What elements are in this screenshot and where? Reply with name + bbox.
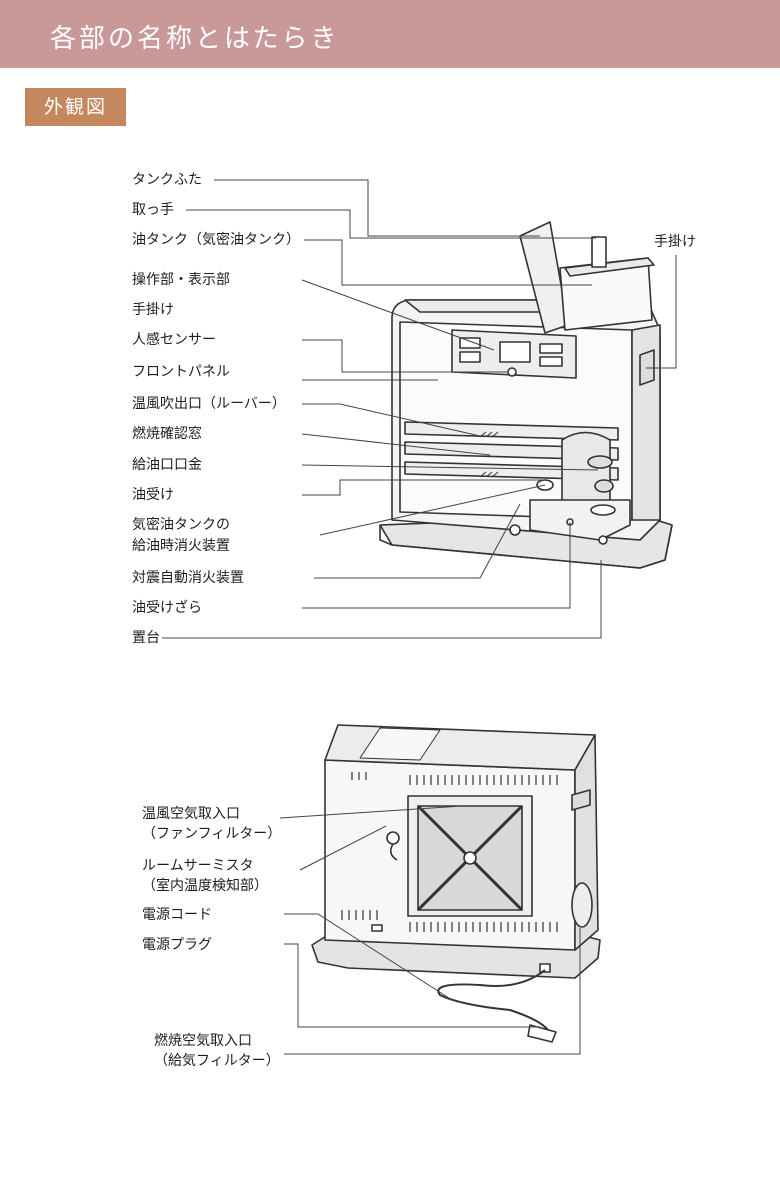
front-heater-illustration [379, 221, 673, 569]
label-tank-cap: タンクふた [132, 172, 202, 188]
page-title: 各部の名称とはたらき [50, 24, 340, 54]
section-badge: 外観図 [25, 88, 126, 126]
label-power-plug: 電源プラグ [142, 937, 212, 953]
label-fill-port: 給油口口金 [132, 457, 202, 473]
label-warm-air-intake-line1: 温風空気取入口 [142, 806, 240, 822]
label-thermistor-line1: ルームサーミスタ [142, 858, 254, 874]
label-oil-tank: 油タンク（気密油タンク） [132, 232, 300, 248]
label-combustion-intake-line1: 燃焼空気取入口 [154, 1033, 252, 1049]
back-heater-illustration [311, 724, 601, 1043]
front-leader-lines [162, 179, 677, 639]
label-control-panel: 操作部・表示部 [132, 272, 230, 288]
label-front-panel: フロントパネル [132, 364, 230, 380]
label-power-cord: 電源コード [142, 907, 212, 923]
back-leader-lines [279, 805, 581, 1055]
label-combustion-intake-line2: （給気フィルター） [154, 1053, 280, 1069]
label-louver: 温風吹出口（ルーバー） [132, 396, 286, 412]
label-oil-receiver: 油受け [132, 487, 174, 503]
label-tank-extinguisher-line1: 気密油タンクの [132, 517, 230, 533]
label-quake-extinguisher: 対震自動消火装置 [132, 570, 244, 586]
label-right-grip: 手掛け [654, 234, 696, 250]
label-tank-extinguisher-line2: 給油時消火装置 [132, 538, 230, 554]
label-handle: 取っ手 [132, 202, 174, 218]
label-base: 置台 [132, 630, 160, 646]
label-thermistor-line2: （室内温度検知部） [142, 878, 268, 894]
label-combustion-window: 燃焼確認窓 [132, 426, 202, 442]
page-header: 各部の名称とはたらき [0, 0, 780, 68]
label-hand-grip: 手掛け [132, 302, 174, 318]
label-warm-air-intake-line2: （ファンフィルター） [142, 826, 282, 842]
label-motion-sensor: 人感センサー [132, 332, 216, 348]
label-oil-tray: 油受けざら [132, 600, 202, 616]
